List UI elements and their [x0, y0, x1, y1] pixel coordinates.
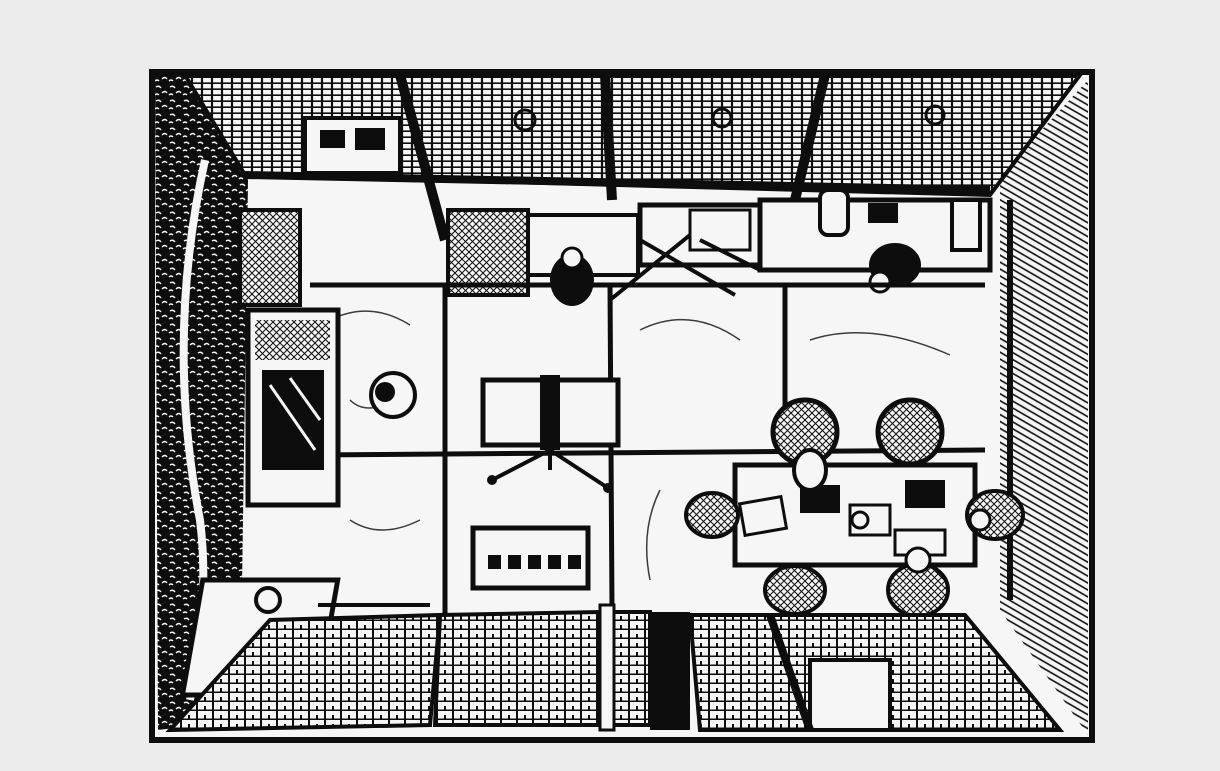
type-case-cabinet [470, 525, 591, 591]
left-garden-foliage [155, 75, 248, 730]
seated-person-left [369, 371, 417, 419]
floor-bricks [165, 603, 1065, 733]
cart-wheel [254, 586, 282, 614]
left-shelf-unit [238, 208, 341, 508]
stool-2 [875, 397, 945, 467]
top-workbench [446, 188, 993, 306]
printing-press [480, 375, 621, 493]
work-table [684, 448, 1025, 618]
print-area [149, 69, 1095, 743]
roof [181, 73, 1084, 242]
right-wall-hatching [1000, 80, 1088, 735]
